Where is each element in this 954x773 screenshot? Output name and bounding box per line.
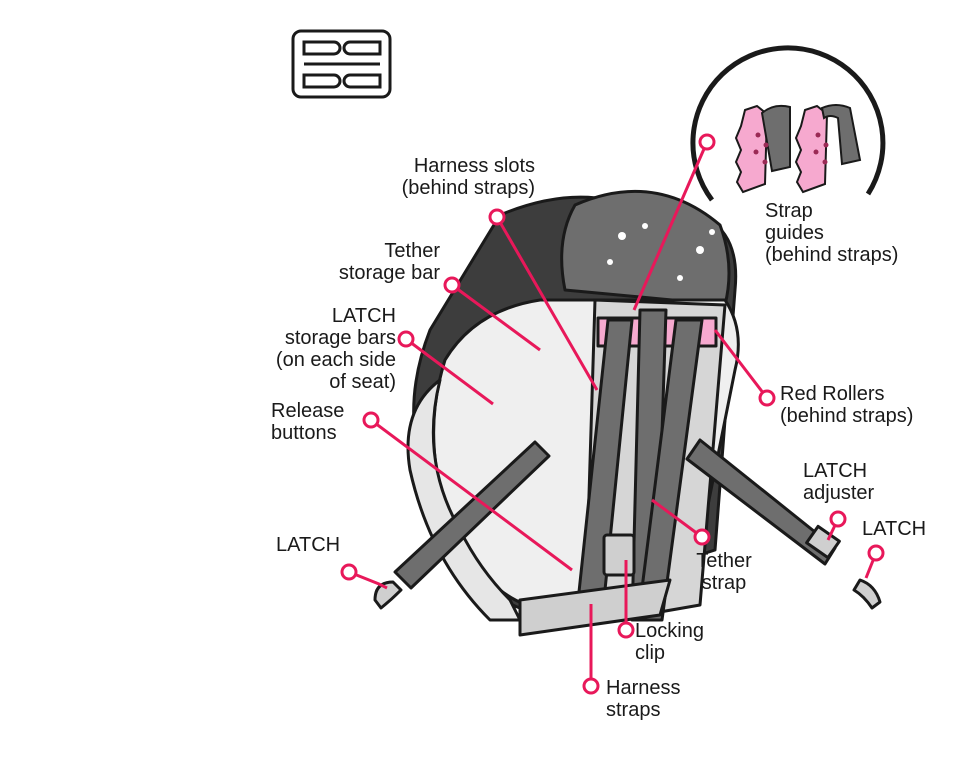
callout-markers (340, 133, 885, 695)
belt-clip-icon (291, 29, 392, 99)
car-seat (373, 189, 882, 637)
label-latch-right: LATCH (862, 518, 927, 540)
callout-leaders (348, 141, 878, 686)
label-latch-left: LATCH (276, 534, 341, 556)
label-red-rollers: Red Rollers(behind straps) (780, 383, 914, 427)
strap-guides-detail (690, 45, 886, 202)
label-harness-slots: Harness slots(behind straps) (401, 155, 535, 199)
